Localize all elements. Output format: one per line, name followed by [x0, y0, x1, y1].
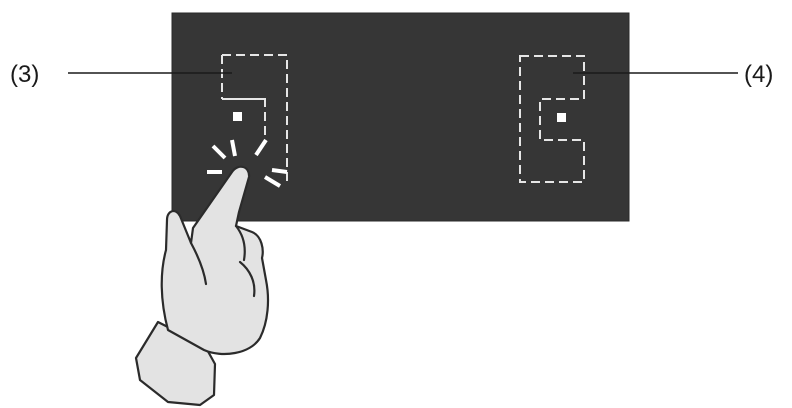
- callout-4-label: (4): [744, 61, 773, 88]
- left-indicator-led: [233, 112, 242, 121]
- callout-3-label: (3): [10, 61, 39, 88]
- right-indicator-led: [557, 113, 566, 122]
